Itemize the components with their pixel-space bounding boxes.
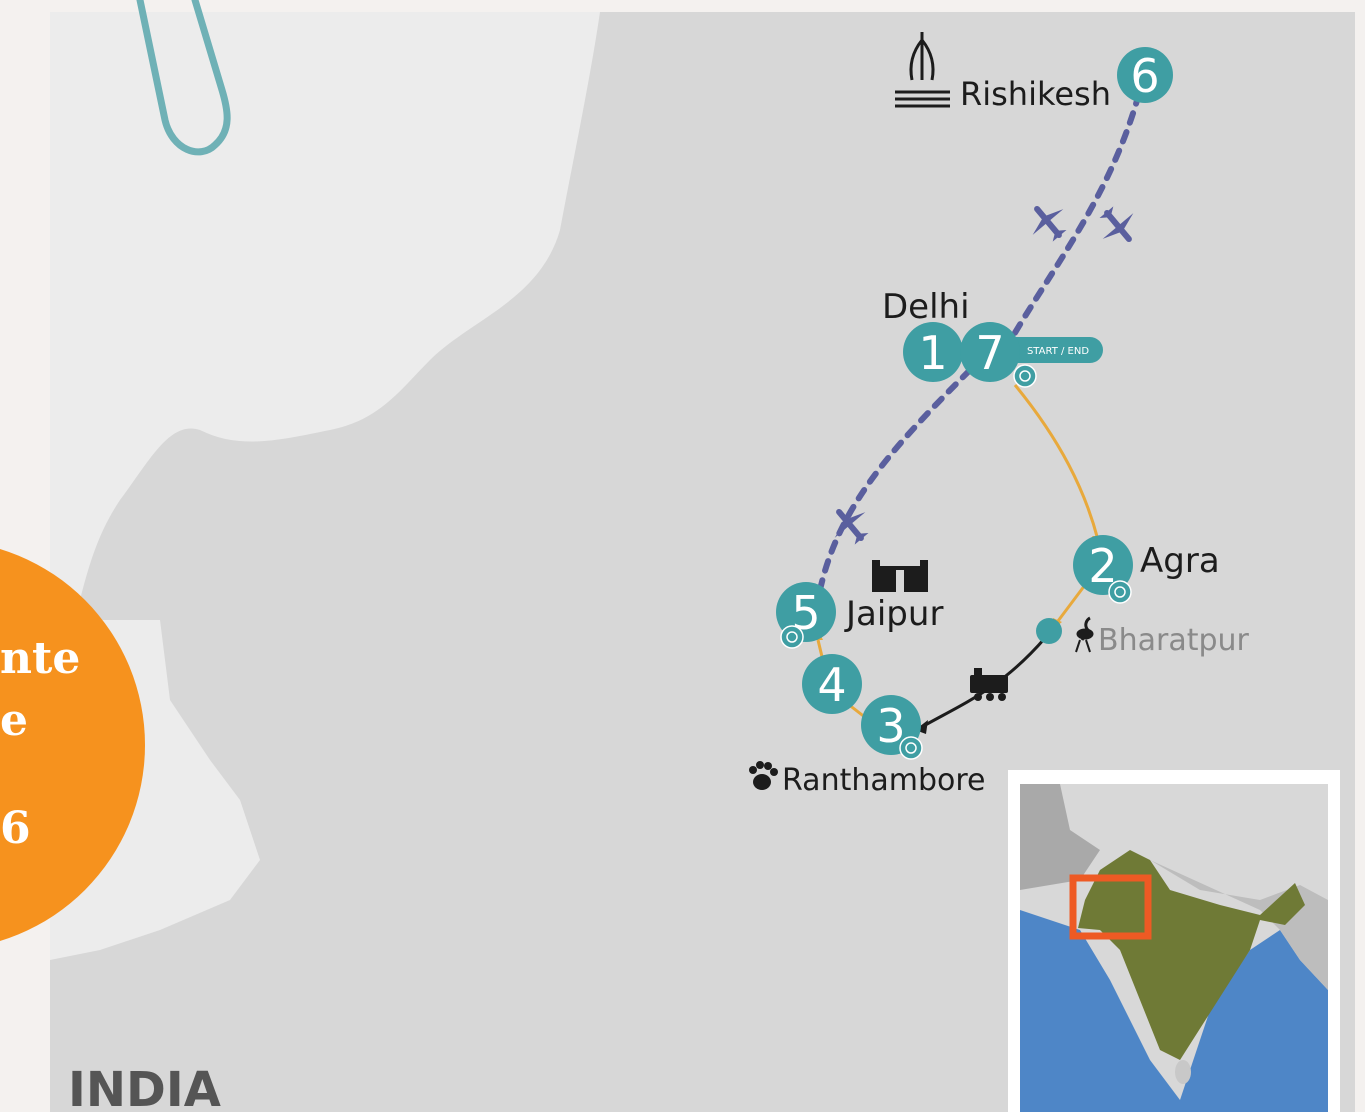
- start-end-tag: [995, 337, 1103, 363]
- city-label-ranthambore: Ranthambore: [782, 763, 986, 798]
- stop-number-4: 4: [817, 658, 846, 712]
- fountain-icon: [895, 32, 950, 108]
- country-label: INDIA: [68, 1062, 221, 1112]
- waypoint-marker-bharatpur[interactable]: [1036, 618, 1062, 644]
- fort-icon: [872, 560, 928, 592]
- city-label-agra: Agra: [1140, 541, 1220, 581]
- paperclip-icon: [136, 0, 231, 156]
- paw-icon: [749, 761, 778, 790]
- airplane-icon: [1032, 205, 1067, 242]
- hotel-icon: [899, 736, 923, 760]
- road-route-delhi-agra: [1013, 384, 1100, 541]
- hotel-icon-inner: [905, 742, 917, 754]
- city-label-delhi: Delhi: [882, 287, 970, 327]
- flight-route-jaipur-delhi: [817, 352, 988, 593]
- stop-number-6: 6: [1130, 49, 1159, 103]
- road-route-agra-bharatpur: [1053, 584, 1087, 626]
- stop-marker-4[interactable]: [802, 654, 862, 714]
- train-icon: [970, 668, 1008, 701]
- inset-highlight-box: [1069, 874, 1152, 940]
- hotel-icon-inner: [786, 631, 798, 643]
- neighbor-country: [50, 12, 600, 960]
- stop-number-1: 1: [918, 326, 947, 380]
- stop-marker-7[interactable]: [960, 322, 1020, 382]
- train-route-bharatpur-ranthambore: [919, 637, 1047, 730]
- inset-locator-map: [1008, 770, 1340, 1112]
- stop-marker-1[interactable]: [903, 322, 963, 382]
- start-end-label: START / END: [1027, 346, 1089, 357]
- hotel-icon: [1013, 364, 1037, 388]
- promo-text-line-1: nte: [0, 633, 80, 684]
- hotel-icon-inner: [1019, 370, 1031, 382]
- promo-badge: [0, 549, 145, 941]
- stop-number-7: 7: [975, 326, 1004, 380]
- stop-marker-6[interactable]: [1117, 47, 1173, 103]
- promo-text-line-3: 6: [0, 803, 31, 854]
- stop-marker-2[interactable]: [1073, 535, 1133, 595]
- city-label-bharatpur: Bharatpur: [1098, 623, 1250, 658]
- promo-text-line-2: e: [0, 695, 28, 746]
- city-label-jaipur: Jaipur: [844, 594, 943, 634]
- bird-icon: [1075, 616, 1094, 653]
- hotel-icon: [1108, 580, 1132, 604]
- hotel-icon: [780, 625, 804, 649]
- city-label-rishikesh: Rishikesh: [960, 75, 1111, 113]
- flight-route-delhi-rishikesh: [1002, 87, 1143, 353]
- hotel-icon-inner: [1114, 586, 1126, 598]
